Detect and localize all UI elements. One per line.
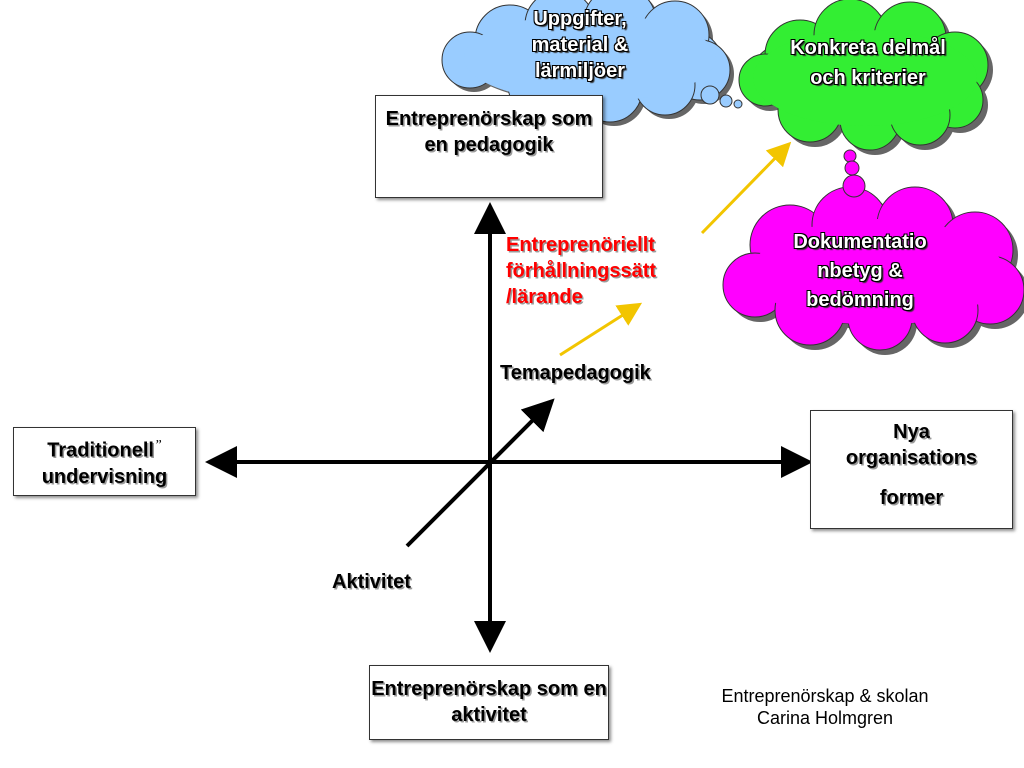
box-new-organisation-line1: Nya: [893, 421, 930, 443]
box-new-organisation-line2: organisations: [845, 447, 978, 469]
box-activity-text: Entreprenörskap som en aktivitet: [371, 678, 607, 726]
credit: Entreprenörskap & skolan Carina Holmgren: [680, 685, 970, 729]
label-theme-pedagogy: Temapedagogik: [500, 362, 651, 384]
yellow-arrow-attitude-to-goals: [700, 141, 792, 235]
credit-line1: Entreprenörskap & skolan: [721, 686, 929, 706]
box-activity: Entreprenörskap som en aktivitet: [369, 665, 609, 740]
diagonal-axis: [405, 398, 555, 548]
box-new-organisation-line3: former: [879, 487, 944, 509]
box-new-organisation: Nya organisations former: [810, 410, 1013, 529]
credit-line2: Carina Holmgren: [756, 708, 894, 728]
cloud-tasks-text: Uppgifter, material & lärmiljöer: [531, 8, 629, 82]
label-activity: Aktivitet: [332, 571, 411, 593]
cloud-documentation-text: Dokumentatio nbetyg & bedömning: [793, 231, 927, 311]
cloud-tasks-shape: [441, 0, 743, 126]
box-traditional-line2: undervisning: [41, 465, 168, 488]
cloud-documentation-shape: [722, 149, 1024, 355]
yellow-arrow-theme-to-attitude: [559, 302, 643, 357]
box-traditional-mark: ”: [153, 438, 162, 453]
cloud-goals-text: Konkreta delmål och kriterier: [790, 37, 946, 89]
box-traditional-line1: Traditionell: [47, 439, 154, 462]
box-pedagogy: Entreprenörskap som en pedagogik: [375, 95, 603, 198]
box-traditional: Traditionell” undervisning: [13, 427, 196, 496]
box-pedagogy-text: Entreprenörskap som en pedagogik: [385, 108, 593, 156]
label-entrepreneurial-attitude: Entreprenöriellt förhållningssätt /läran…: [506, 234, 657, 308]
cloud-goals-shape: [738, 0, 993, 155]
